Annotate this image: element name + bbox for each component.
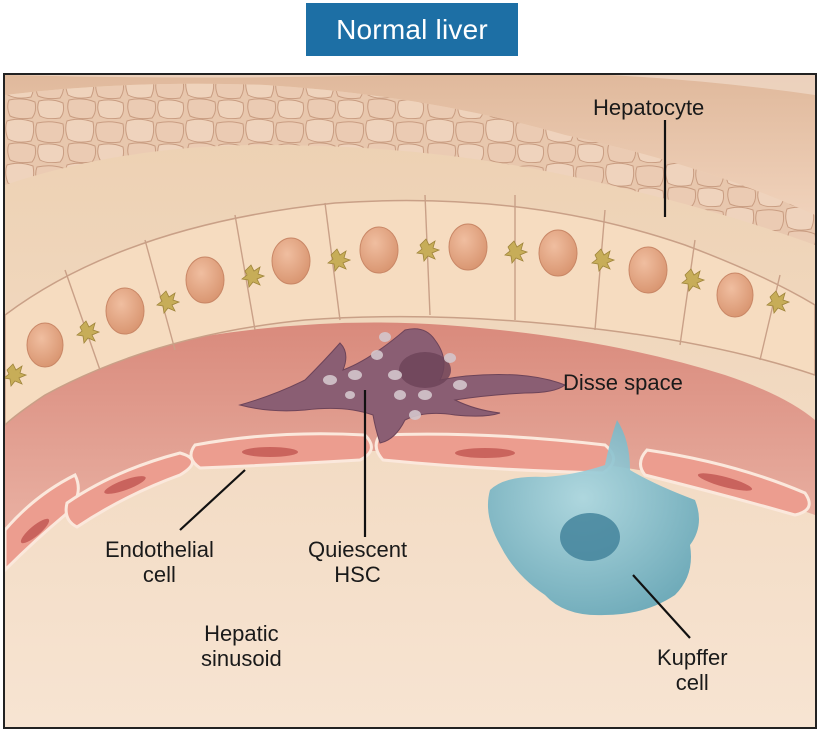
kupffer-cell-label: Kupffer cell bbox=[657, 645, 728, 695]
endothelial-label-line2: cell bbox=[105, 562, 214, 587]
quiescent-hsc-label: Quiescent HSC bbox=[308, 537, 407, 587]
liver-illustration: Hepatocyte Disse space Endothelial cell … bbox=[3, 73, 817, 729]
endothelial-cell-label: Endothelial cell bbox=[105, 537, 214, 587]
hepatocyte-label: Hepatocyte bbox=[593, 95, 704, 120]
kupffer-nucleus bbox=[560, 513, 620, 561]
figure-title: Normal liver bbox=[306, 3, 518, 56]
quiescent-label-line1: Quiescent bbox=[308, 537, 407, 562]
endothelial-label-line1: Endothelial bbox=[105, 537, 214, 562]
disse-space-label: Disse space bbox=[563, 370, 683, 395]
hepatic-label-line1: Hepatic bbox=[201, 621, 282, 646]
kupffer-label-line2: cell bbox=[657, 670, 728, 695]
hepatic-label-line2: sinusoid bbox=[201, 646, 282, 671]
kupffer-label-line1: Kupffer bbox=[657, 645, 728, 670]
liver-diagram bbox=[5, 75, 815, 727]
hsc-nucleus bbox=[399, 352, 451, 388]
hepatic-sinusoid-label: Hepatic sinusoid bbox=[201, 621, 282, 671]
quiescent-label-line2: HSC bbox=[308, 562, 407, 587]
